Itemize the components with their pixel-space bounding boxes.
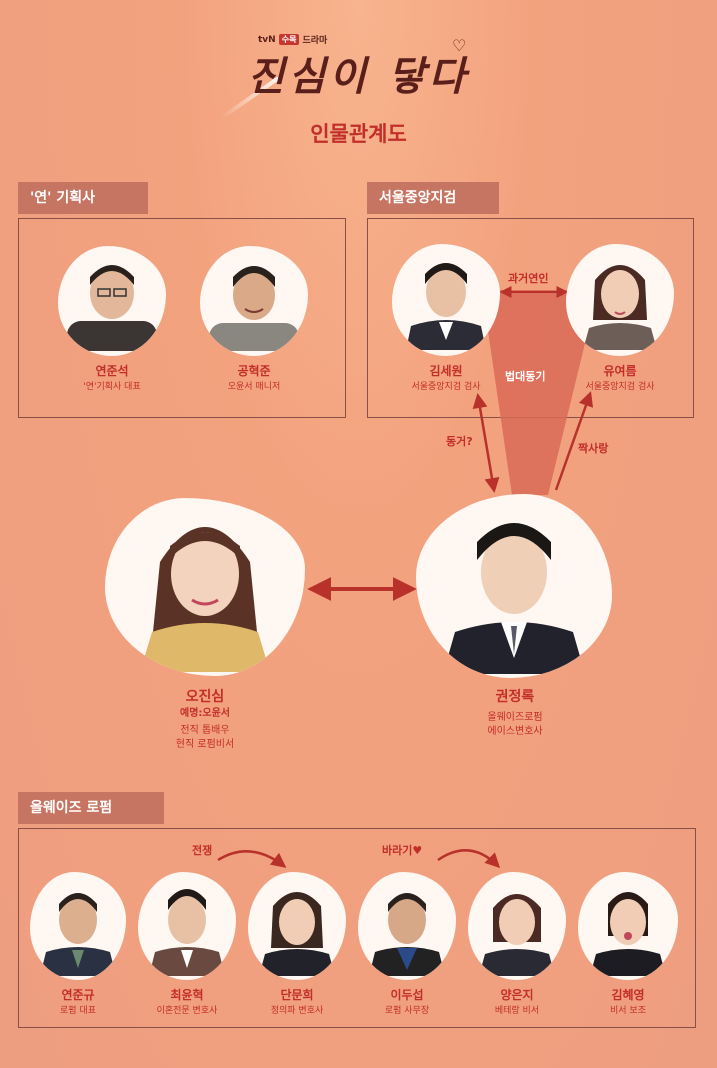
role-yu-yeoreum: 서울중앙지검 검사 — [585, 382, 655, 392]
alias-oh-jinsim: 예명:오윤서 — [180, 708, 230, 719]
portrait-dan-munhee — [248, 872, 346, 980]
relation-dongger: 동거? — [446, 435, 473, 448]
role-lee-dusub: 로펌 사무장 — [384, 1006, 430, 1016]
tvn-logo: tvN 수목 드라마 — [258, 34, 328, 46]
role2-kwon-jeongrok: 에이스변호사 — [487, 726, 543, 737]
name-yang-eunji: 양은지 — [500, 988, 534, 1002]
page-subtitle: 인물관계도 — [310, 122, 407, 146]
agency-section-box — [18, 218, 346, 418]
name-kim-sewon: 김세원 — [429, 364, 463, 378]
name-yu-yeoreum: 유여름 — [603, 364, 637, 378]
role-gong-hyukjun: 오윤서 매니저 — [227, 382, 281, 392]
portrait-gong-hyukjun — [200, 246, 308, 356]
person-silhouette-icon — [583, 265, 657, 350]
role1-kwon-jeongrok: 올웨이즈로펌 — [487, 712, 543, 723]
role1-oh-jinsim: 전직 톱배우 — [180, 725, 230, 736]
relation-cheer: 바라기♥ — [382, 844, 423, 857]
portrait-kim-sewon — [392, 244, 500, 356]
portrait-kim-hyeyoung — [578, 872, 678, 980]
role-yeon-junseok: '연'기획사 대표 — [83, 382, 141, 392]
portrait-yeon-junseok — [58, 246, 166, 356]
name-dan-munhee: 단문희 — [280, 988, 314, 1002]
person-silhouette-icon — [443, 523, 585, 674]
portrait-lee-dusub — [358, 872, 456, 980]
portrait-yu-yeoreum — [566, 244, 674, 356]
drama-title: 진심이 닿다 — [247, 53, 470, 100]
relation-past-lovers: 과거연인 — [508, 272, 549, 285]
name-choi-yunhyuk: 최윤혁 — [170, 988, 204, 1002]
person-silhouette-icon — [406, 263, 486, 350]
portrait-oh-jinsim — [105, 498, 305, 676]
role-kim-hyeyoung: 비서 보조 — [610, 1006, 646, 1016]
portrait-yeon-jungyu — [30, 872, 126, 980]
person-silhouette-icon — [590, 892, 666, 976]
name-yeon-jungyu: 연준규 — [61, 988, 95, 1002]
person-silhouette-icon — [40, 893, 116, 976]
person-silhouette-icon — [369, 893, 445, 976]
name-yeon-junseok: 연준석 — [95, 364, 129, 378]
name-kim-hyeyoung: 김혜영 — [611, 988, 645, 1002]
person-silhouette-icon — [140, 527, 270, 672]
person-silhouette-icon — [67, 265, 157, 351]
role-dan-munhee: 정의파 변호사 — [270, 1006, 324, 1016]
role2-oh-jinsim: 현직 로펌비서 — [175, 739, 235, 750]
relation-law-classmates: 법대동기 — [505, 370, 546, 383]
name-kwon-jeongrok: 권정록 — [495, 689, 535, 705]
person-silhouette-icon — [259, 892, 335, 976]
agency-section-tab: '연' 기획사 — [18, 182, 148, 214]
lawfirm-section-box — [18, 828, 696, 1028]
relation-war: 전쟁 — [192, 844, 213, 857]
role-yeon-jungyu: 로펌 대표 — [60, 1006, 96, 1016]
role-choi-yunhyuk: 이혼전문 변호사 — [156, 1006, 218, 1016]
name-gong-hyukjun: 공혁준 — [237, 364, 271, 378]
heart-icon: ♡ — [452, 36, 467, 55]
person-silhouette-icon — [209, 266, 299, 351]
role-yang-eunji: 베테랑 비서 — [494, 1006, 540, 1016]
name-lee-dusub: 이두섭 — [390, 988, 424, 1002]
role-kim-sewon: 서울중앙지검 검사 — [411, 382, 481, 392]
portrait-kwon-jeongrok — [416, 494, 612, 678]
portrait-choi-yunhyuk — [138, 872, 236, 980]
portrait-yang-eunji — [468, 872, 566, 980]
name-oh-jinsim: 오진심 — [185, 689, 225, 705]
prosecutor-section-tab: 서울중앙지검 — [367, 182, 499, 214]
person-silhouette-icon — [149, 889, 225, 976]
lawfirm-section-tab: 올웨이즈 로펌 — [18, 792, 164, 824]
law-classmates-shape — [482, 290, 598, 495]
relation-crush: 짝사랑 — [578, 442, 609, 455]
person-silhouette-icon — [479, 894, 555, 976]
